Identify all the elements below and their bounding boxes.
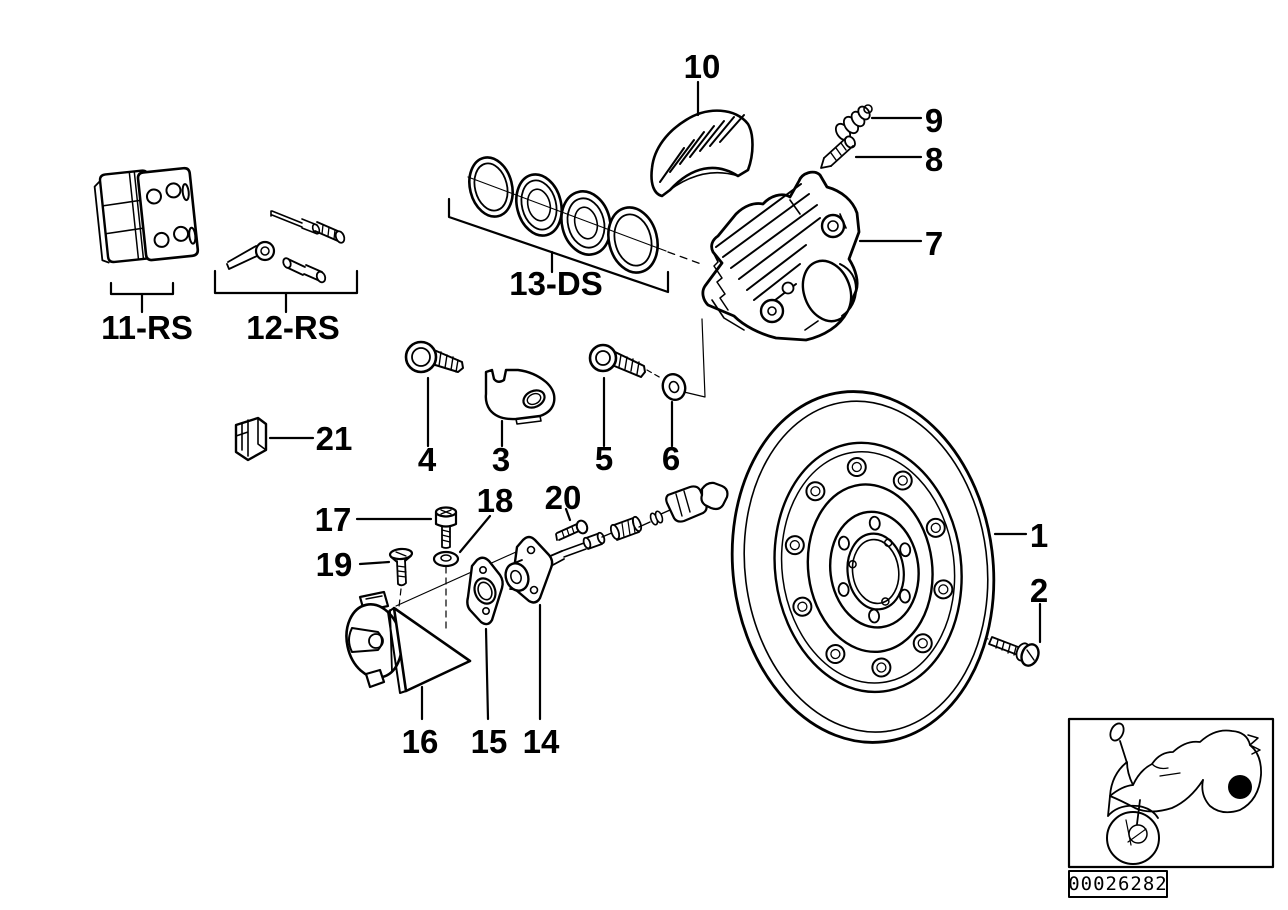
callout-12-rs: 12-RS (246, 309, 340, 346)
fin-cover (650, 109, 754, 198)
abs-sensor (504, 481, 729, 604)
screw-17 (434, 506, 458, 549)
holder-bracket (484, 368, 556, 425)
callout-1: 1 (1030, 517, 1048, 554)
disc-rivets (784, 457, 954, 678)
callout-8: 8 (925, 141, 943, 178)
bolt-5 (588, 343, 646, 378)
hub-holes (837, 515, 912, 624)
image-number-text: 00026282 (1068, 873, 1168, 895)
callout-3: 3 (492, 441, 510, 478)
screw-19 (388, 547, 414, 587)
bleeder-screw (820, 135, 856, 169)
bolt-20 (555, 519, 589, 541)
callout-labels: 10 9 8 7 13-DS 11-RS 12-RS 21 4 3 5 6 17… (101, 48, 1048, 760)
brake-pad-set (93, 166, 200, 264)
sensor-gasket (466, 556, 504, 626)
image-number-badge: 00026282 (1068, 870, 1168, 898)
disc-bolt (988, 636, 1040, 667)
brake-caliper (701, 170, 861, 342)
rear-wheel-marker-dot (1228, 775, 1252, 799)
motorcycle-thumbnail (1067, 717, 1275, 869)
callout-10: 10 (684, 48, 721, 85)
caliper-seal-kit (467, 156, 705, 274)
callout-4: 4 (418, 441, 437, 478)
callout-13-ds: 13-DS (509, 265, 603, 302)
callout-17: 17 (315, 501, 352, 538)
callout-11-rs: 11-RS (101, 309, 193, 346)
pad-pin-kit (226, 210, 346, 284)
leader-lines (268, 80, 1042, 721)
callout-15: 15 (471, 723, 508, 760)
retaining-clip (234, 416, 268, 462)
callout-20: 20 (545, 479, 582, 516)
pad-pin-kit-bracket (213, 269, 359, 314)
callout-18: 18 (477, 482, 514, 519)
bolt-4 (404, 340, 464, 374)
sensor-holder-bracket (345, 590, 472, 694)
motorcycle-thumbnail-icon (1106, 722, 1262, 865)
caliper-seal-kit-bracket (447, 197, 670, 294)
callout-14: 14 (523, 723, 560, 760)
callout-16: 16 (402, 723, 439, 760)
callout-6: 6 (662, 440, 680, 477)
callout-7: 7 (925, 225, 943, 262)
brake-disc (730, 390, 996, 744)
callout-19: 19 (316, 546, 353, 583)
washer-18 (432, 550, 460, 568)
washer-6 (661, 372, 687, 402)
callout-2: 2 (1030, 572, 1048, 609)
brake-pad-set-bracket (109, 281, 175, 314)
callout-21: 21 (316, 420, 353, 457)
callout-9: 9 (925, 102, 943, 139)
callout-5: 5 (595, 440, 613, 477)
